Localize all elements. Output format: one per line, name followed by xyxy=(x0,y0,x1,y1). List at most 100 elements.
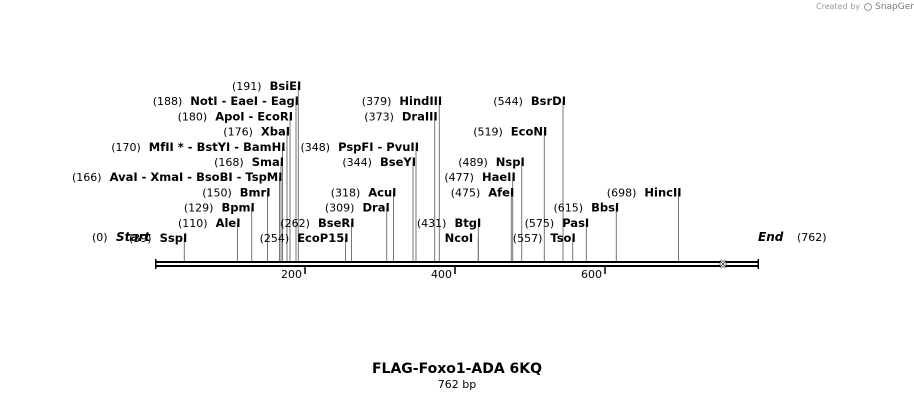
site-name: PspFI - PvuII xyxy=(338,140,419,154)
backbone-bottom-strand xyxy=(155,265,759,267)
site-name: HincII xyxy=(644,185,681,199)
site-position: (477) xyxy=(444,171,474,184)
site-label-pasi[interactable]: (575) PasI xyxy=(525,216,590,230)
site-name: TsoI xyxy=(550,231,575,245)
site-name: BbsI xyxy=(591,201,619,215)
site-label-apoi-ecori[interactable]: (180)ApoI - EcoRI xyxy=(178,109,293,123)
site-label-bpmi[interactable]: (129) BpmI xyxy=(184,201,255,215)
site-label-mfii-bstyi-bamhi[interactable]: (170) MfII * - BstYI - BamHI xyxy=(111,140,285,154)
site-position: (254) xyxy=(260,232,290,245)
site-position: (170) xyxy=(111,141,141,154)
site-position: (176) xyxy=(223,126,253,139)
site-label-ncoi[interactable]: NcoI xyxy=(445,231,474,245)
watermark: Created by SnapGene xyxy=(816,2,914,12)
site-name: BtgI xyxy=(454,216,481,230)
site-position: (544) xyxy=(493,95,523,108)
site-name: BseYI xyxy=(380,155,416,169)
backbone-top-strand xyxy=(155,261,759,263)
site-name: HindIII xyxy=(399,94,442,108)
site-position: (150) xyxy=(202,186,232,199)
site-name: SmaI xyxy=(252,155,284,169)
site-label-noti-eaei-eagi[interactable]: (188) NotI - EaeI - EagI xyxy=(153,94,299,108)
site-label-bbsi[interactable]: (615) BbsI xyxy=(554,201,620,215)
site-label-bseri[interactable]: (262)BseRI xyxy=(280,216,354,230)
site-label-draiii[interactable]: (373) DraIII xyxy=(364,109,437,123)
site-position: (489) xyxy=(458,156,488,169)
site-position: (262) xyxy=(280,217,310,230)
site-name: BsiEI xyxy=(270,79,302,93)
site-label-bsiei[interactable]: (191) BsiEI xyxy=(232,79,301,93)
ruler-tick-200 xyxy=(304,267,306,274)
site-name: BmrI xyxy=(240,185,271,199)
site-position: (348) xyxy=(301,141,331,154)
site-label-acui[interactable]: (318)AcuI xyxy=(331,185,397,199)
site-label-smai[interactable]: (168) SmaI xyxy=(214,155,284,169)
site-name: MfII * - BstYI - BamHI xyxy=(149,140,286,154)
site-name: AcuI xyxy=(368,185,396,199)
site-name: PasI xyxy=(562,216,589,230)
site-label-btgi[interactable]: (431) BtgI xyxy=(417,216,481,230)
ruler: 200 400 600 xyxy=(281,267,606,281)
watermark-created-by: Created by xyxy=(816,2,861,11)
end-position: (762) xyxy=(797,231,827,244)
site-label-sspi[interactable]: (39) SspI xyxy=(129,231,187,245)
site-label-avai-xmai-bsobi-tspmi[interactable]: (166)AvaI - XmaI - BsoBI - TspMI xyxy=(72,170,283,184)
site-label-bmri[interactable]: (150) BmrI xyxy=(202,185,270,199)
site-label-hindiii[interactable]: (379) HindIII xyxy=(362,94,442,108)
site-name: BsrDI xyxy=(531,94,566,108)
ruler-tick-400 xyxy=(454,267,456,274)
site-position: (188) xyxy=(153,95,183,108)
site-label-econi[interactable]: (519)EcoNI xyxy=(473,125,547,139)
site-label-alei[interactable]: (110)AleI xyxy=(178,216,241,230)
site-label-tsoi[interactable]: (557) TsoI xyxy=(513,231,576,245)
backbone-start-cap xyxy=(155,259,157,269)
ruler-tick-600 xyxy=(604,267,606,274)
site-name: DraIII xyxy=(402,109,438,123)
site-label-afei[interactable]: (475)AfeI xyxy=(451,185,515,199)
sequence-length: 762 bp xyxy=(437,378,477,391)
site-label-drai[interactable]: (309) DraI xyxy=(325,201,390,215)
sequence-backbone xyxy=(155,259,759,269)
site-label-ecop15i[interactable]: (254) EcoP15I xyxy=(260,231,349,245)
backbone-break-marker xyxy=(719,260,727,268)
site-position: (129) xyxy=(184,202,214,215)
watermark-brand: SnapGene xyxy=(875,2,914,12)
site-position: (379) xyxy=(362,95,392,108)
site-label-xbai[interactable]: (176) XbaI xyxy=(223,125,290,139)
site-name: NspI xyxy=(496,155,525,169)
site-name: BpmI xyxy=(221,201,254,215)
ruler-tick-label: 400 xyxy=(431,268,452,281)
site-label-bseyi[interactable]: (344)BseYI xyxy=(342,155,416,169)
end-label: End xyxy=(758,230,784,244)
backbone-end-cap xyxy=(757,259,759,269)
site-name: XbaI xyxy=(261,125,290,139)
site-position: (373) xyxy=(364,110,394,123)
site-position: (557) xyxy=(513,232,543,245)
site-label-nspi[interactable]: (489) NspI xyxy=(458,155,525,169)
site-position: (615) xyxy=(554,202,584,215)
site-position: (191) xyxy=(232,80,262,93)
site-position: (110) xyxy=(178,217,208,230)
site-name: AvaI - XmaI - BsoBI - TspMI xyxy=(110,170,283,184)
site-connector-lines xyxy=(183,86,679,261)
site-position: (39) xyxy=(129,232,152,245)
site-position: (431) xyxy=(417,217,447,230)
site-label-bsrdi[interactable]: (544) BsrDI xyxy=(493,94,566,108)
site-name: NotI - EaeI - EagI xyxy=(190,94,299,108)
site-name: SspI xyxy=(160,231,188,245)
site-name: EcoP15I xyxy=(297,231,348,245)
start-position: (0) xyxy=(92,231,108,244)
ruler-tick-label: 200 xyxy=(281,268,302,281)
site-name: AfeI xyxy=(488,185,514,199)
start-label: Start xyxy=(116,230,151,244)
site-label-hincii[interactable]: (698)HincII xyxy=(607,185,682,199)
site-label-pspfi-pvuii[interactable]: (348) PspFI - PvuII xyxy=(301,140,419,154)
site-position: (309) xyxy=(325,202,355,215)
ruler-tick-label: 600 xyxy=(581,268,602,281)
site-position: (519) xyxy=(473,126,503,139)
site-name: DraI xyxy=(362,201,389,215)
site-position: (575) xyxy=(525,217,555,230)
site-label-haeii[interactable]: (477)HaeII xyxy=(444,170,515,184)
site-position: (168) xyxy=(214,156,244,169)
